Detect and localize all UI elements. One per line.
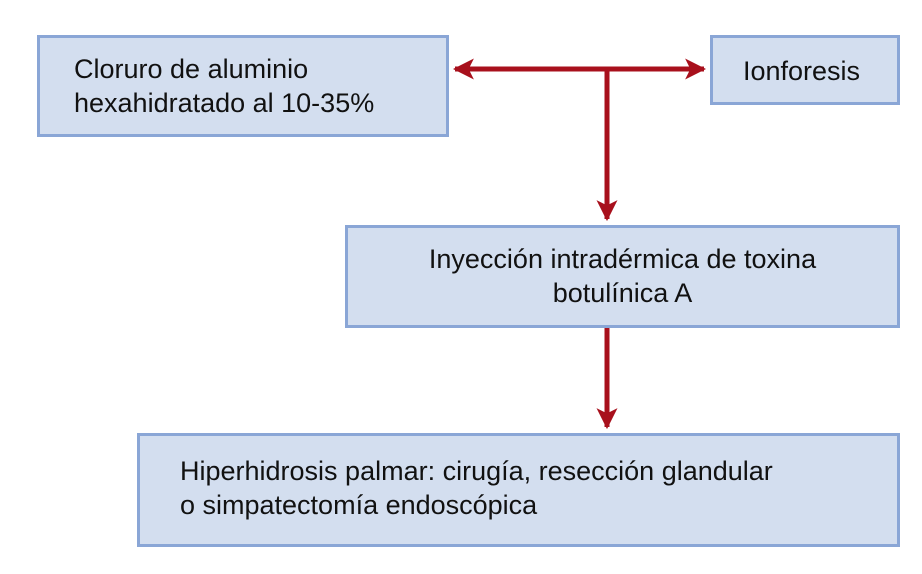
node-inyeccion-line-2: botulínica A <box>552 278 693 308</box>
node-cloruro-line-2: hexahidratado al 10-35% <box>74 88 375 118</box>
node-ionforesis-label: Ionforesis <box>743 56 861 86</box>
node-hiperhidrosis-line-1: Hiperhidrosis palmar: cirugía, resección… <box>180 456 773 486</box>
node-inyeccion-toxina-botulinica: Inyección intradérmica de toxina botulín… <box>345 225 900 328</box>
node-cloruro-de-aluminio: Cloruro de aluminio hexahidratado al 10-… <box>37 35 449 137</box>
node-hiperhidrosis-line-2: o simpatectomía endoscópica <box>180 490 538 520</box>
node-ionforesis: Ionforesis <box>710 35 900 105</box>
node-hiperhidrosis-palmar: Hiperhidrosis palmar: cirugía, resección… <box>137 433 900 547</box>
node-cloruro-line-1: Cloruro de aluminio <box>74 54 309 84</box>
node-inyeccion-line-1: Inyección intradérmica de toxina <box>428 244 817 274</box>
